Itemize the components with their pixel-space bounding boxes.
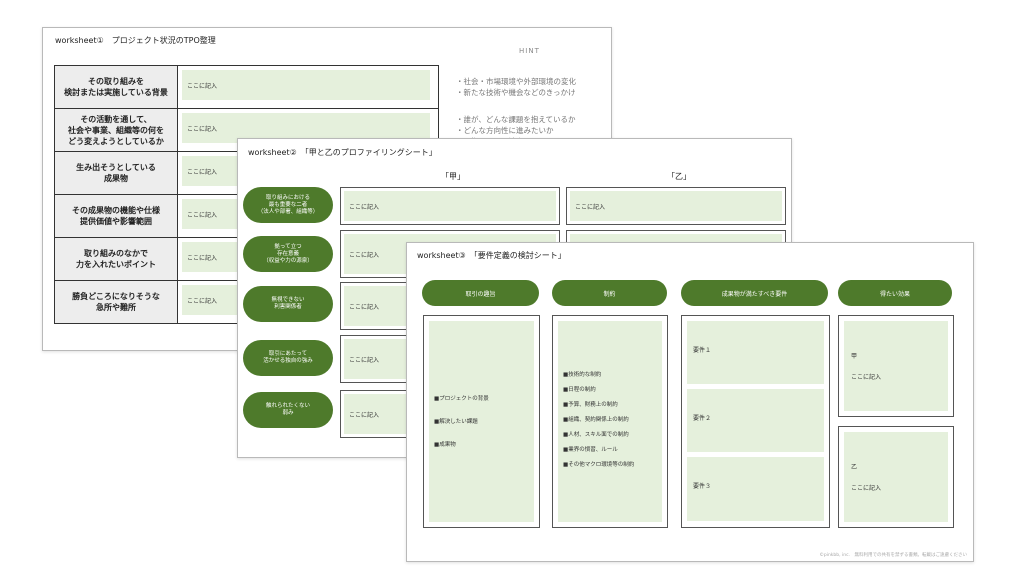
row-label: その活動を通して、 社会や事業、組織等の何を どう変えようとしているか <box>55 109 178 151</box>
constraint-item: ■その他マクロ環境等の制約 <box>563 462 635 468</box>
worksheet-3-title: worksheet③ 「要件定義の検討シート」 <box>417 251 566 260</box>
worksheet-2-title: worksheet② 「甲と乙のプロファイリングシート」 <box>248 148 437 157</box>
copyright-footer: ©pinkbb, inc. 無料利用での共有を禁ずる書類。転載はご遠慮ください <box>819 553 967 558</box>
input-cell-b[interactable]: ここに記入 <box>570 191 782 221</box>
constraint-item: ■人材、スキル面での制約 <box>563 432 629 438</box>
profile-row-pill: 拠って立つ 存在意義 （収益や力の源泉） <box>243 236 333 272</box>
effect-b-placeholder: ここに記入 <box>851 485 882 492</box>
column-header-b: 「乙」 <box>667 172 691 181</box>
column-constraints[interactable]: ■技術的な制約 ■日程の制約 ■予算、財務上の制約 ■組織、契約関係上の制約 ■… <box>552 315 668 528</box>
header-purpose: 取引の趣旨 <box>422 280 539 306</box>
row-label: その取り組みを 検討または実施している背景 <box>55 66 178 108</box>
requirement-1[interactable]: 要件１ <box>687 321 824 384</box>
hint-text: ・社会・市場環境や外部環境の変化 ・新たな技術や機会などのきっかけ <box>456 77 576 97</box>
profile-row-pill: 触れられたくない 弱み <box>243 392 333 428</box>
worksheet-1-title: worksheet① プロジェクト状況のTPO整理 <box>55 36 216 45</box>
constraint-item: ■業界の慣習、ルール <box>563 447 618 453</box>
worksheet-3: worksheet③ 「要件定義の検討シート」 取引の趣旨 制約 成果物が満たす… <box>406 242 974 562</box>
input-cell[interactable]: ここに記入 <box>182 70 430 100</box>
effect-a-placeholder: ここに記入 <box>851 374 882 381</box>
row-label: 生み出そうとしている 成果物 <box>55 152 178 194</box>
profile-row-pill: 取り組みにおける 最も重要な二者 （法人や部署、組織等） <box>243 187 333 223</box>
effect-a-label: 甲 <box>851 353 858 360</box>
purpose-item: ■プロジェクトの背景 <box>434 396 489 402</box>
profile-row-pill: 取引にあたって 活かせる独自の強み <box>243 340 333 376</box>
effect-b-label: 乙 <box>851 464 858 471</box>
purpose-item: ■解決したい課題 <box>434 419 478 425</box>
column-purpose[interactable]: ■プロジェクトの背景 ■解決したい課題 ■成果物 <box>423 315 540 528</box>
constraint-item: ■日程の制約 <box>563 387 596 393</box>
profile-row-pill: 無視できない 利害関係者 <box>243 286 333 322</box>
table-row: その取り組みを 検討または実施している背景ここに記入 <box>55 66 438 109</box>
input-cell-a[interactable]: ここに記入 <box>344 191 556 221</box>
constraint-item: ■組織、契約関係上の制約 <box>563 417 629 423</box>
purpose-item: ■成果物 <box>434 442 456 448</box>
effect-a[interactable]: 甲 ここに記入 <box>838 315 954 417</box>
header-constraints: 制約 <box>552 280 667 306</box>
requirement-3[interactable]: 要件３ <box>687 457 824 521</box>
column-requirements: 要件１ 要件２ 要件３ <box>681 315 830 528</box>
hint-header: HINT <box>519 47 540 55</box>
header-effects: 得たい効果 <box>838 280 952 306</box>
requirement-2[interactable]: 要件２ <box>687 389 824 452</box>
constraint-item: ■技術的な制約 <box>563 372 602 378</box>
effect-b[interactable]: 乙 ここに記入 <box>838 426 954 528</box>
header-requirements: 成果物が満たすべき要件 <box>681 280 828 306</box>
column-header-a: 「甲」 <box>441 172 465 181</box>
constraint-item: ■予算、財務上の制約 <box>563 402 618 408</box>
row-label: その成果物の機能や仕様 提供価値や影響範囲 <box>55 195 178 237</box>
row-label: 取り組みのなかで 力を入れたいポイント <box>55 238 178 280</box>
row-label: 勝負どころになりそうな 急所や難所 <box>55 281 178 323</box>
